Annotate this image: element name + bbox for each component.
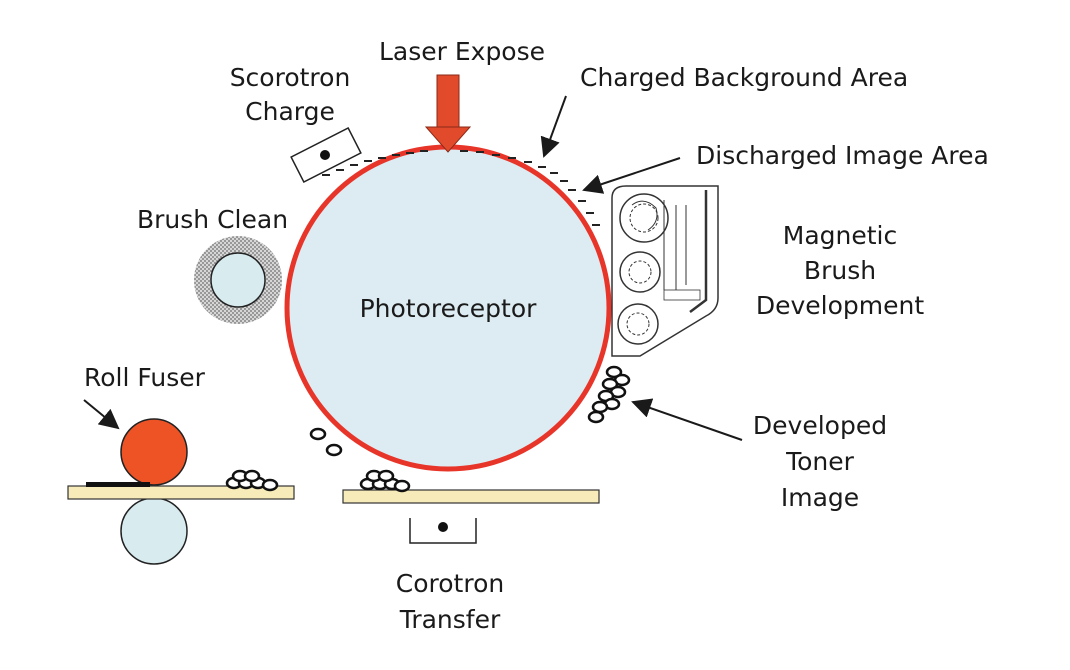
corotron-unit — [409, 518, 477, 544]
label-discharged-image: Discharged Image Area — [696, 141, 989, 170]
laser-arrow — [424, 74, 472, 153]
developed-toner-pointer — [631, 398, 743, 441]
label-development: Development — [756, 291, 924, 320]
surface-charge-marks — [322, 150, 600, 226]
discharged-area-pointer — [582, 157, 681, 194]
developed-toner-particles — [309, 365, 631, 457]
label-corotron: Corotron — [396, 569, 504, 598]
label-roll-fuser: Roll Fuser — [84, 363, 206, 392]
label-magnetic: Magnetic — [783, 221, 897, 250]
label-transfer: Transfer — [399, 605, 501, 634]
label-developed: Developed — [753, 411, 887, 440]
transfer-paper — [342, 489, 600, 504]
label-charged-background: Charged Background Area — [580, 63, 908, 92]
label-image: Image — [781, 483, 859, 512]
charged-area-pointer — [540, 95, 567, 158]
scorotron-unit — [290, 126, 362, 184]
label-charge: Charge — [245, 97, 335, 126]
label-scorotron: Scorotron — [230, 63, 351, 92]
transferred-toner — [359, 469, 411, 493]
label-photoreceptor: Photoreceptor — [360, 294, 538, 323]
label-brush-clean: Brush Clean — [137, 205, 288, 234]
brush-clean-roller — [194, 236, 282, 324]
unfused-toner — [225, 469, 279, 492]
label-brush: Brush — [804, 256, 876, 285]
magnetic-brush-developer — [611, 185, 719, 357]
roll-fuser — [67, 418, 295, 565]
label-toner: Toner — [785, 447, 855, 476]
roll-fuser-pointer — [83, 399, 120, 430]
label-laser-expose: Laser Expose — [379, 37, 545, 66]
